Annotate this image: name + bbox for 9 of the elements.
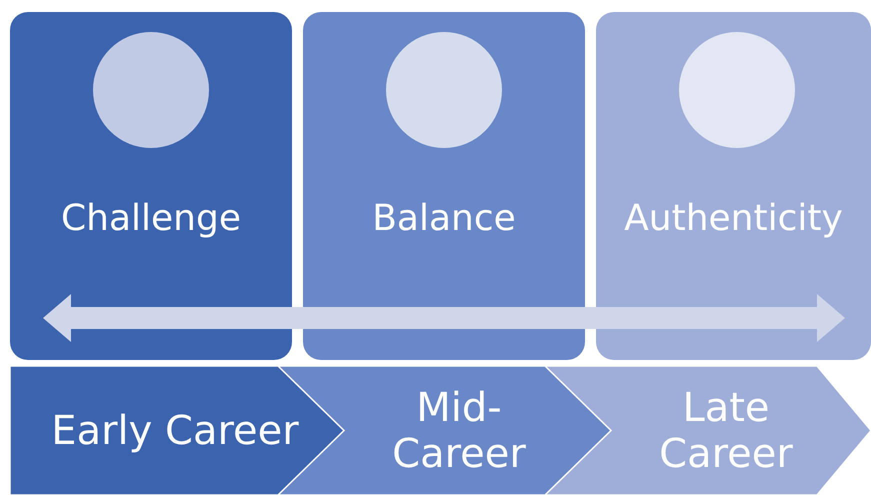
stage-label: Late Career bbox=[658, 384, 794, 476]
value-label: Authenticity bbox=[623, 198, 844, 240]
value-label: Balance bbox=[371, 198, 517, 240]
stage-card bbox=[10, 12, 292, 360]
stage-label: Mid- Career bbox=[391, 384, 527, 476]
value-label: Challenge bbox=[60, 198, 242, 240]
stage-card bbox=[303, 12, 585, 360]
stage-card bbox=[596, 12, 871, 360]
stage-label: Early Career bbox=[50, 408, 300, 454]
